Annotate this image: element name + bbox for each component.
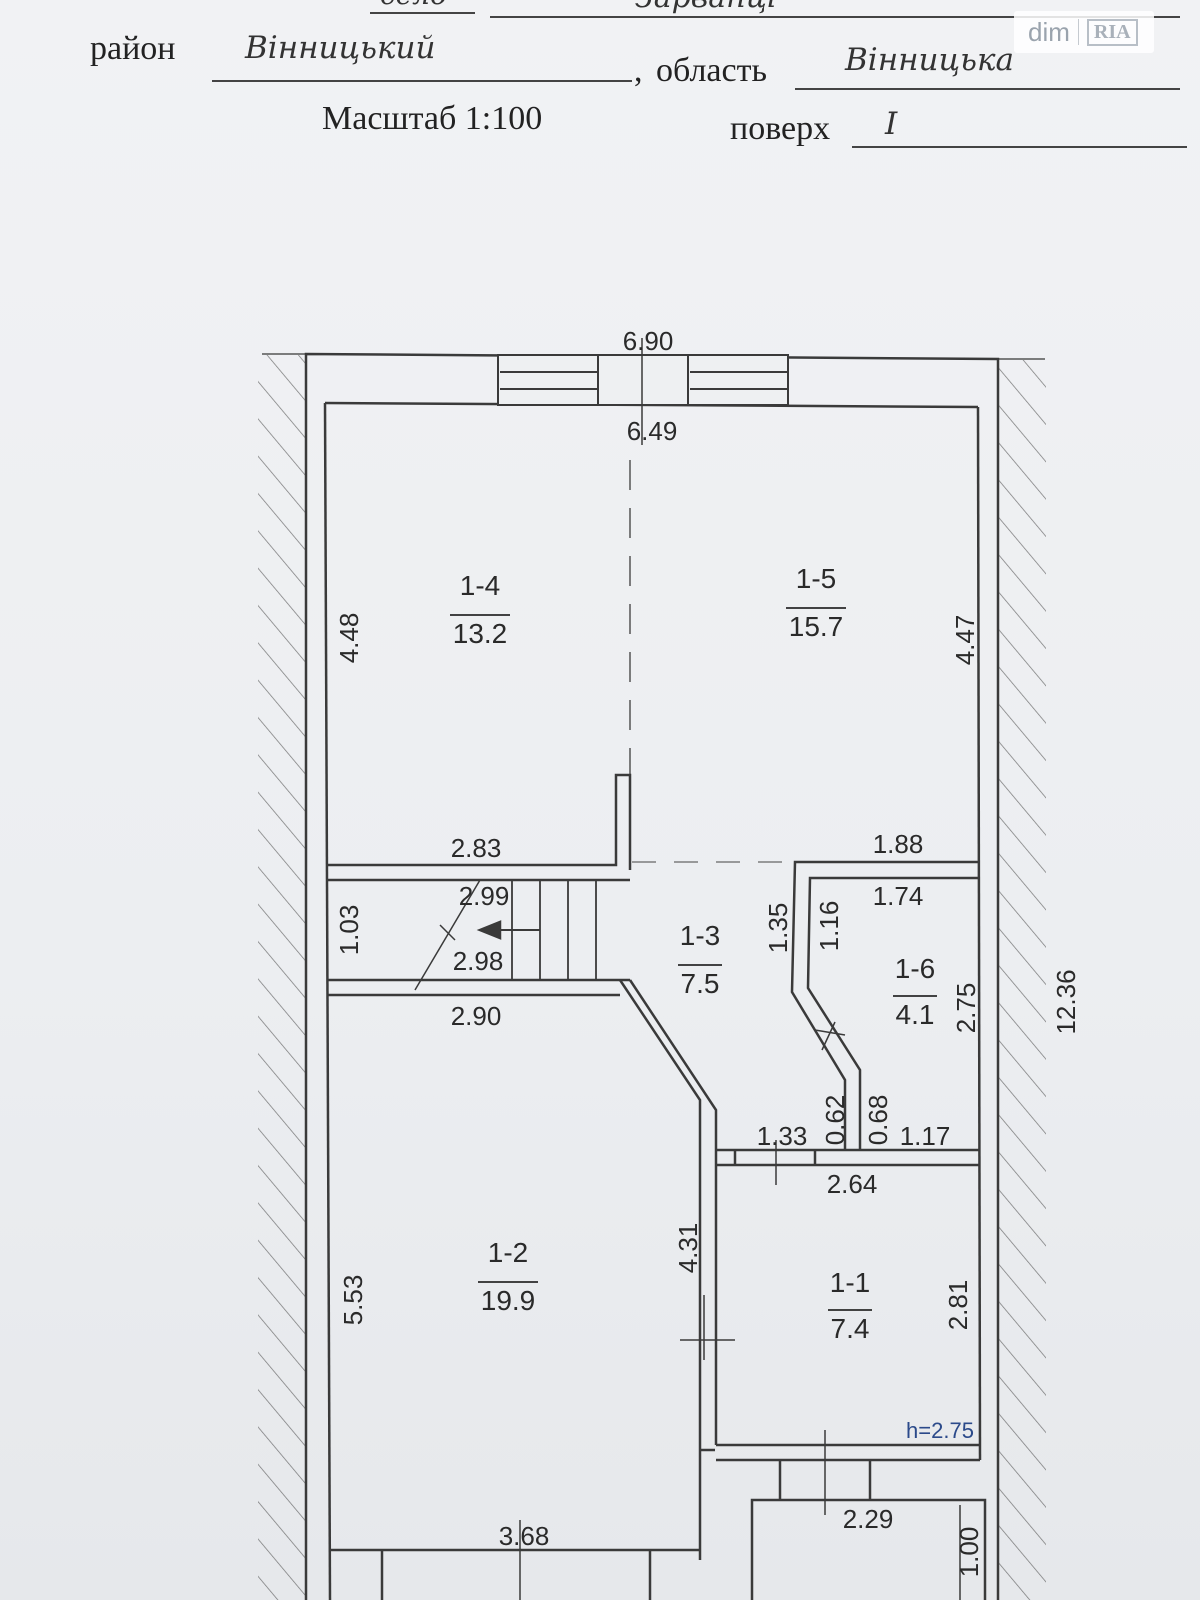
dim-left-room-1-4: 4.48	[334, 613, 364, 664]
watermark-ria: RIA	[1086, 18, 1138, 46]
floor-label: поверх	[730, 110, 831, 147]
dim-room-1-2-left: 5.53	[338, 1275, 368, 1326]
room-1-6-walls	[790, 860, 978, 1150]
top-line-partial: Зарванці	[635, 0, 776, 15]
dim-diag-b: 0.68	[863, 1095, 893, 1146]
floor-underline	[852, 146, 1187, 148]
scale-label: Масштаб 1:100	[322, 100, 543, 137]
dim-porch-depth: 1.00	[954, 1527, 984, 1578]
dim-ria-watermark: dim RIA	[1014, 11, 1154, 53]
dim-top-outer: 6.90	[623, 326, 674, 356]
dim-room-1-6-left-b: 1.16	[814, 901, 844, 952]
dim-room-1-6-top-outer: 1.88	[873, 829, 924, 859]
room-label-1-2: 1-2 19.9	[478, 1237, 538, 1316]
dim-stair-left: 1.03	[334, 905, 364, 956]
room-id: 1-3	[680, 920, 720, 951]
dim-room-1-6-top-inner: 1.74	[873, 881, 924, 911]
right-ground-hatching	[998, 360, 1046, 1600]
dim-corridor-b: 1.17	[900, 1121, 951, 1151]
region-value: Вінницька	[845, 42, 1015, 78]
dim-right-room-1-5: 4.47	[950, 615, 980, 666]
left-ground-hatching	[258, 355, 306, 1600]
dim-stair-inner-top: 2.99	[459, 881, 510, 911]
room-area: 4.1	[896, 999, 935, 1030]
dim-overall-right: 12.36	[1051, 969, 1081, 1034]
room-label-1-3: 1-3 7.5	[678, 920, 722, 999]
watermark-dim: dim	[1028, 16, 1070, 47]
district-value: Вінницький	[245, 30, 436, 66]
region-label: область	[656, 52, 767, 89]
dim-top-inner: 6.49	[627, 416, 678, 446]
room-label-1-5: 1-5 15.7	[786, 563, 846, 642]
room-id: 1-6	[895, 953, 935, 984]
district-label: район	[90, 30, 176, 67]
room-label-1-1: 1-1 7.4	[828, 1267, 872, 1344]
dim-bottom-left: 3.68	[499, 1521, 550, 1551]
top-line-underline	[490, 16, 1180, 18]
top-line-left-underline	[370, 12, 475, 14]
room-area: 19.9	[481, 1285, 536, 1316]
room-1-1-and-porch	[716, 1430, 987, 1600]
dim-room-1-6-right: 2.75	[951, 983, 981, 1034]
bottom-wall	[330, 1450, 702, 1600]
dim-stair-top: 2.83	[451, 833, 502, 863]
room-1-2-walls	[618, 979, 735, 1452]
room-id: 1-4	[460, 570, 500, 601]
comma: ,	[634, 52, 643, 89]
room-id: 1-2	[488, 1237, 528, 1268]
room-area: 7.4	[831, 1313, 870, 1344]
dim-porch-width: 2.29	[843, 1504, 894, 1534]
dim-corridor-a: 1.33	[757, 1121, 808, 1151]
dim-stair-inner-bottom: 2.98	[453, 946, 504, 976]
room-id: 1-5	[796, 563, 836, 594]
height-note: h=2.75	[906, 1418, 974, 1443]
dim-room-1-2-right: 4.31	[673, 1223, 703, 1274]
top-window	[497, 354, 789, 406]
dim-room-1-2-top: 2.90	[451, 1001, 502, 1031]
dim-diag-a: 0.62	[820, 1095, 850, 1146]
corridor-walls	[716, 1140, 980, 1185]
region-underline	[795, 88, 1180, 90]
watermark-separator	[1077, 19, 1079, 45]
dim-room-1-1-top: 2.64	[827, 1169, 878, 1199]
room-label-1-4: 1-4 13.2	[450, 570, 510, 649]
room-area: 15.7	[789, 611, 844, 642]
room-id: 1-1	[830, 1267, 870, 1298]
room-area: 7.5	[681, 968, 720, 999]
floor-value: I	[885, 106, 898, 142]
stair-block	[328, 773, 632, 997]
district-underline	[212, 80, 632, 82]
top-line-left-partial: село	[380, 0, 447, 11]
room-area: 13.2	[453, 618, 508, 649]
dim-room-1-1-right: 2.81	[943, 1280, 973, 1331]
room-label-1-6: 1-6 4.1	[893, 953, 937, 1030]
dim-room-1-6-left-a: 1.35	[763, 903, 793, 954]
